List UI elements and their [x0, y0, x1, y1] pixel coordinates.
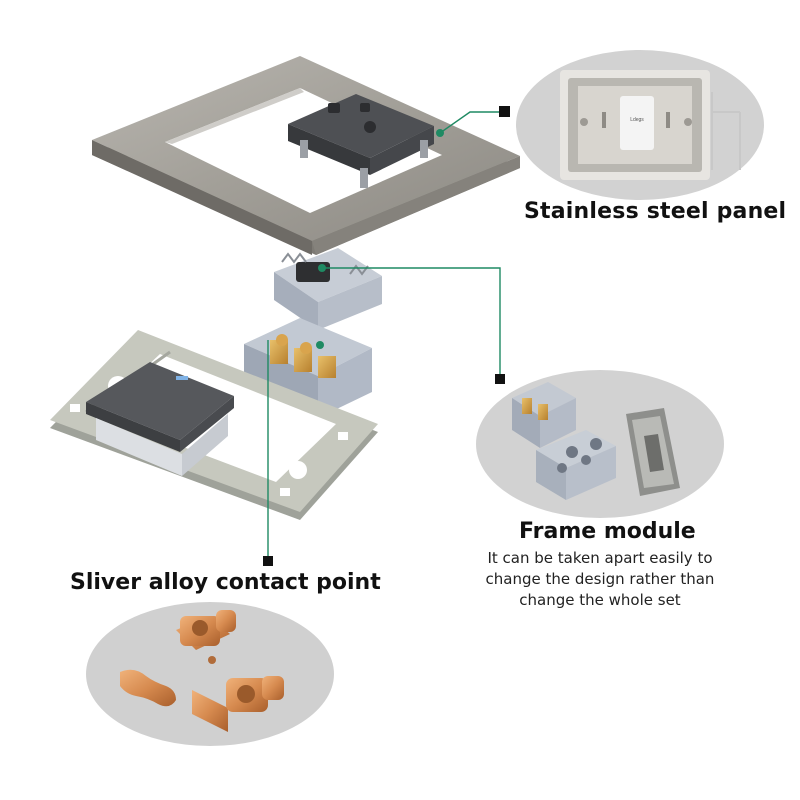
frame-module-description: It can be taken apart easily to change t…	[460, 548, 740, 611]
light-switch-module	[86, 362, 234, 476]
frame-module-detail-inset	[476, 370, 724, 518]
frame-module-description-line: change the design rather than	[485, 570, 715, 588]
leader-markers	[263, 106, 510, 566]
panel-detail-inset: Ldegs	[516, 50, 764, 200]
contact-point-label: Sliver alloy contact point	[70, 570, 381, 595]
contact-point-detail-inset	[86, 602, 334, 746]
frame-module-assembly	[244, 248, 382, 418]
stainless-steel-panel-label: Stainless steel panel	[524, 199, 787, 224]
frame-module-label: Frame module	[519, 519, 696, 544]
frame-module-description-line: It can be taken apart easily to	[487, 549, 713, 567]
socket-module-top	[288, 94, 434, 188]
inset-logo-text: Ldegs	[630, 117, 644, 123]
leader-lines	[267, 111, 505, 563]
frame-module-description-line: change the whole set	[519, 591, 681, 609]
